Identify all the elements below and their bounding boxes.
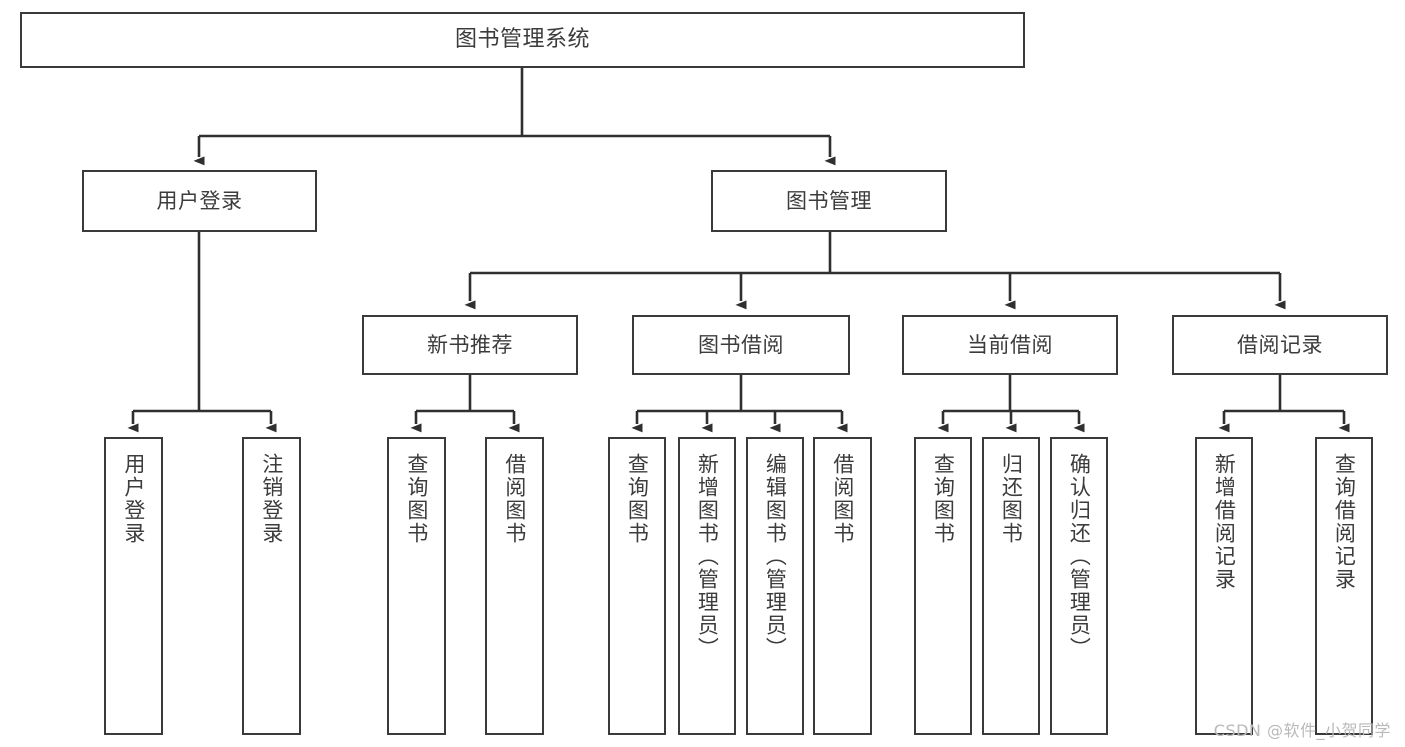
node-leaf-logout-login[interactable]: 注销登录: [242, 437, 301, 735]
node-leaf-query-book-2[interactable]: 查询图书: [608, 437, 666, 735]
node-label: 借阅图书: [830, 453, 855, 545]
node-leaf-borrow-book-1[interactable]: 借阅图书: [485, 437, 544, 735]
node-root-system[interactable]: 图书管理系统: [20, 12, 1025, 68]
node-label: 当前借阅: [967, 332, 1053, 357]
node-leaf-add-book[interactable]: 新增图书（管理员）: [678, 437, 736, 735]
node-label: 查询图书: [931, 453, 956, 545]
node-user-login[interactable]: 用户登录: [82, 170, 317, 232]
node-current-borrow[interactable]: 当前借阅: [902, 315, 1118, 375]
node-label: 新书推荐: [427, 332, 513, 357]
node-label: 图书管理: [786, 188, 872, 213]
node-label: 归还图书: [999, 453, 1024, 545]
node-leaf-query-book-1[interactable]: 查询图书: [387, 437, 446, 735]
node-label: 用户登录: [121, 453, 146, 545]
node-leaf-query-record[interactable]: 查询借阅记录: [1315, 437, 1373, 735]
node-label: 确认归还（管理员）: [1067, 453, 1092, 660]
node-label: 借阅图书: [502, 453, 527, 545]
node-leaf-user-login[interactable]: 用户登录: [104, 437, 163, 735]
node-label: 用户登录: [156, 188, 243, 213]
node-borrow-record[interactable]: 借阅记录: [1172, 315, 1388, 375]
node-label: 图书借阅: [698, 332, 784, 357]
node-label: 借阅记录: [1237, 332, 1323, 357]
node-label: 新增借阅记录: [1212, 453, 1237, 591]
node-label: 查询借阅记录: [1332, 453, 1357, 591]
node-book-borrow[interactable]: 图书借阅: [632, 315, 850, 375]
node-leaf-edit-book[interactable]: 编辑图书（管理员）: [746, 437, 804, 735]
csdn-watermark: CSDN @软件_小贺同学: [1213, 721, 1391, 740]
node-label: 图书管理系统: [454, 27, 590, 53]
node-leaf-borrow-book-2[interactable]: 借阅图书: [813, 437, 872, 735]
node-label: 查询图书: [625, 453, 650, 545]
node-label: 查询图书: [404, 453, 429, 545]
node-book-manage[interactable]: 图书管理: [711, 170, 947, 232]
node-label: 注销登录: [259, 453, 284, 545]
node-leaf-query-book-3[interactable]: 查询图书: [914, 437, 972, 735]
node-leaf-add-record[interactable]: 新增借阅记录: [1195, 437, 1253, 735]
node-label: 新增图书（管理员）: [695, 453, 720, 660]
node-new-book-recommend[interactable]: 新书推荐: [362, 315, 578, 375]
node-leaf-confirm-return[interactable]: 确认归还（管理员）: [1050, 437, 1108, 735]
node-leaf-return-book[interactable]: 归还图书: [982, 437, 1040, 735]
node-label: 编辑图书（管理员）: [763, 453, 788, 660]
